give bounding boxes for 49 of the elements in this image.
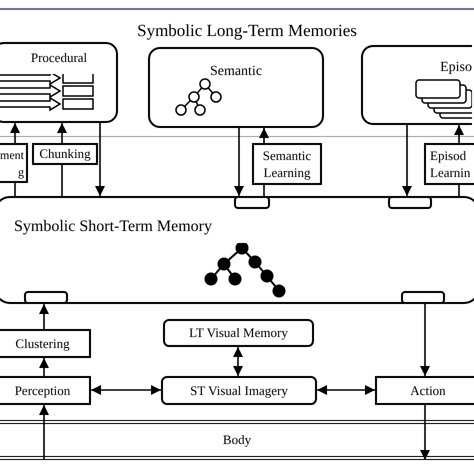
arrow: [402, 125, 412, 196]
process-box: [252, 143, 322, 185]
memory-box: [163, 319, 314, 347]
process-box: [375, 376, 474, 405]
box-label: ment g: [0, 147, 24, 181]
box-label: Action: [409, 382, 447, 400]
arrow: [10, 123, 20, 143]
box-label: Perception: [14, 382, 72, 400]
box-label: Chunking: [38, 145, 92, 163]
body-band: [0, 420, 474, 460]
arrow: [317, 385, 375, 395]
arrow: [57, 123, 67, 143]
arrow: [39, 358, 49, 376]
arrow: [95, 123, 105, 196]
arrow: [454, 125, 464, 143]
process-box: [424, 143, 474, 185]
memory-box: [148, 47, 324, 128]
arrow: [259, 128, 269, 143]
arrow: [234, 128, 244, 196]
port-box: [234, 196, 270, 209]
box-label: ST Visual Imagery: [189, 382, 289, 400]
box-label: Semantic Learning: [262, 147, 312, 182]
memory-box: [0, 42, 118, 123]
memory-box: [361, 45, 472, 125]
arrow: [39, 304, 49, 329]
box-label: Body: [222, 431, 252, 450]
arrow: [420, 304, 430, 376]
arrow: [420, 405, 430, 460]
port-box: [401, 291, 445, 304]
memory-box: [161, 376, 317, 405]
section-title: Symbolic Short-Term Memory: [14, 217, 212, 237]
process-box: [32, 143, 98, 165]
box-label: Episo: [440, 59, 472, 77]
process-box: [0, 376, 91, 405]
box-label: LT Visual Memory: [188, 324, 289, 342]
port-box: [24, 291, 68, 304]
box-label: Procedural: [30, 49, 88, 67]
arrow: [91, 385, 161, 395]
memory-band: [0, 8, 474, 137]
box-label: Episod Learnin: [430, 147, 472, 181]
box-label: Clustering: [14, 334, 71, 353]
port-box: [388, 196, 432, 209]
arrow: [39, 405, 49, 460]
process-box: [0, 143, 28, 183]
box-label: Semantic: [208, 63, 264, 81]
memory-box: [0, 196, 474, 304]
section-title: Symbolic Long-Term Memories: [136, 20, 358, 42]
process-box: [0, 329, 91, 358]
arrow: [233, 347, 243, 376]
